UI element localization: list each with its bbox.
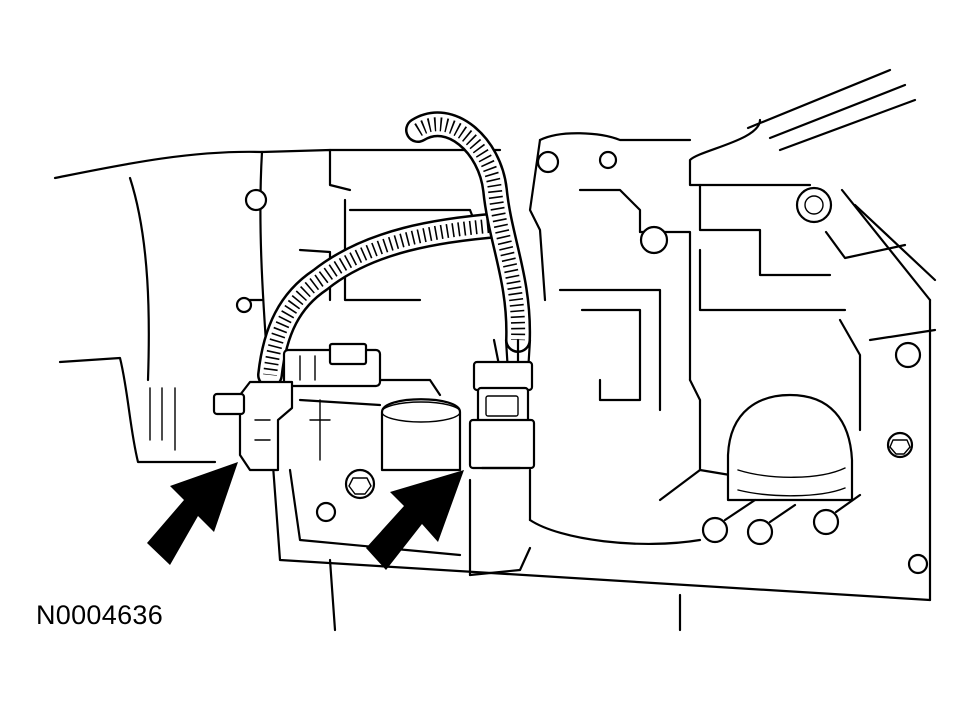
center-sensor-connector [468,360,536,470]
arrow-left-sensor [147,462,238,565]
arrow-center-sensor [366,470,464,570]
transmission-case-outline [53,68,937,632]
accumulator-dome [726,393,854,502]
left-sensor-connector [212,342,382,472]
valve-body-cylinder [380,398,462,472]
wiring-harness [257,111,532,388]
figure-id-label: N0004636 [36,600,164,630]
bolt-heads [235,150,929,575]
